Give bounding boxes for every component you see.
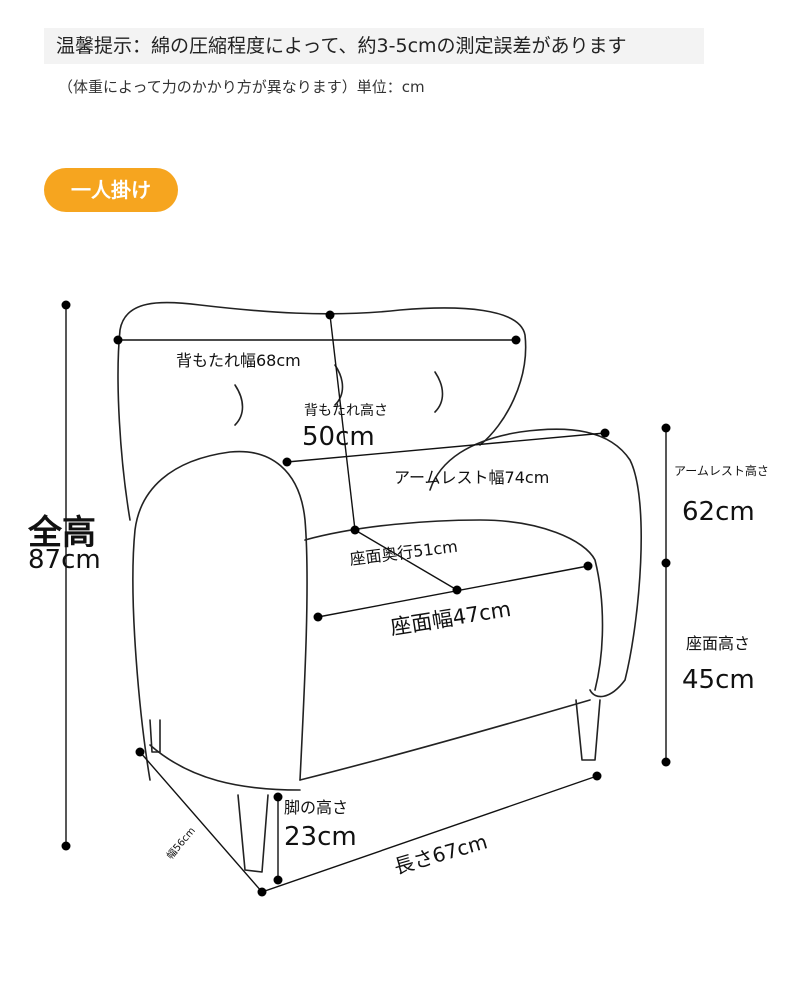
backrest-tuft-1 xyxy=(234,384,244,426)
front-left-leg xyxy=(237,794,269,873)
unit-notice: （体重によって力のかかり方が異なります）単位：cm xyxy=(58,78,425,96)
total-height-value: 87cm xyxy=(28,545,101,575)
leg-height-value: 23cm xyxy=(284,822,357,852)
measurement-notice: 温馨提示：綿の圧縮程度によって、約3-5cmの測定誤差があります xyxy=(44,28,704,64)
left-armrest-outline xyxy=(132,450,308,781)
seat-height-label: 座面高さ xyxy=(686,634,751,653)
backrest-tuft-3 xyxy=(434,371,444,413)
backrest-height-line xyxy=(329,314,356,531)
seat-height-value: 45cm xyxy=(682,665,755,695)
leg-height-label: 脚の高さ xyxy=(284,798,349,817)
armrest-height-label: アームレスト高さ xyxy=(674,464,769,478)
backrest-width-label: 背もたれ幅68cm xyxy=(176,351,301,370)
right-armrest-outline xyxy=(429,428,642,698)
seat-cushion-outline xyxy=(304,519,604,691)
backrest-height-value: 50cm xyxy=(302,422,375,452)
backrest-height-label: 背もたれ高さ xyxy=(304,403,388,419)
armrest-height-value: 62cm xyxy=(682,497,755,527)
armrest-width-line xyxy=(286,432,606,463)
left-base xyxy=(149,744,301,791)
length-line xyxy=(261,775,598,893)
front-base xyxy=(299,699,591,781)
total-height-title: 全高 xyxy=(28,513,96,553)
backrest-tuft-2 xyxy=(334,364,344,406)
product-type-badge: 一人掛け xyxy=(44,168,178,212)
armrest-width-label: アームレスト幅74cm xyxy=(394,468,550,487)
front-right-leg xyxy=(575,699,601,761)
seat-depth-line xyxy=(354,529,458,591)
back-left-leg xyxy=(149,719,161,753)
backrest-outline xyxy=(117,301,527,521)
side-width-line xyxy=(139,751,263,893)
